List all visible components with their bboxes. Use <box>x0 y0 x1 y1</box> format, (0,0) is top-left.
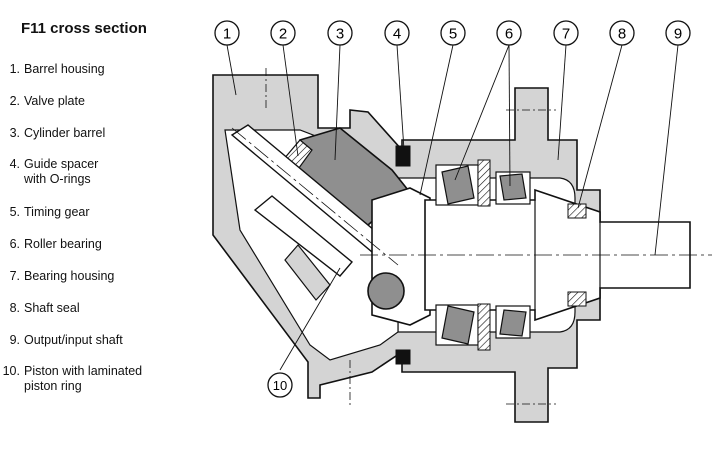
svg-text:8: 8 <box>618 26 626 43</box>
roller-bearing-front-bottom <box>435 303 491 351</box>
callout-2: 2 <box>270 20 296 46</box>
shaft-seal-bottom <box>567 291 587 307</box>
ball-joint <box>367 272 405 310</box>
diagram-title: F11 cross section <box>21 20 147 37</box>
guide-spacer <box>395 145 411 167</box>
svg-text:10: 10 <box>273 378 287 393</box>
callout-7: 7 <box>553 20 579 46</box>
svg-text:2: 2 <box>279 26 287 43</box>
guide-spacer-lower <box>395 349 411 365</box>
svg-text:1: 1 <box>223 26 231 43</box>
callout-4: 4 <box>384 20 410 46</box>
svg-text:3: 3 <box>336 26 344 43</box>
shaft-seal-top <box>567 203 587 219</box>
callout-8: 8 <box>609 20 635 46</box>
callout-3: 3 <box>327 20 353 46</box>
leader-lines <box>226 44 679 371</box>
roller-bearing-rear-top <box>495 171 531 205</box>
roller-bearing-rear-bottom <box>495 305 531 339</box>
roller-bearing-front-top <box>435 159 491 207</box>
callout-1: 1 <box>214 20 240 46</box>
svg-text:7: 7 <box>562 26 570 43</box>
barrel-centerline <box>231 127 399 266</box>
svg-text:6: 6 <box>505 26 513 43</box>
piston <box>253 195 353 277</box>
callout-10: 10 <box>267 372 293 398</box>
callout-6: 6 <box>496 20 522 46</box>
svg-text:5: 5 <box>449 26 457 43</box>
callout-9: 9 <box>665 20 691 46</box>
callout-5: 5 <box>440 20 466 46</box>
svg-text:9: 9 <box>674 26 682 43</box>
svg-text:4: 4 <box>393 26 401 43</box>
